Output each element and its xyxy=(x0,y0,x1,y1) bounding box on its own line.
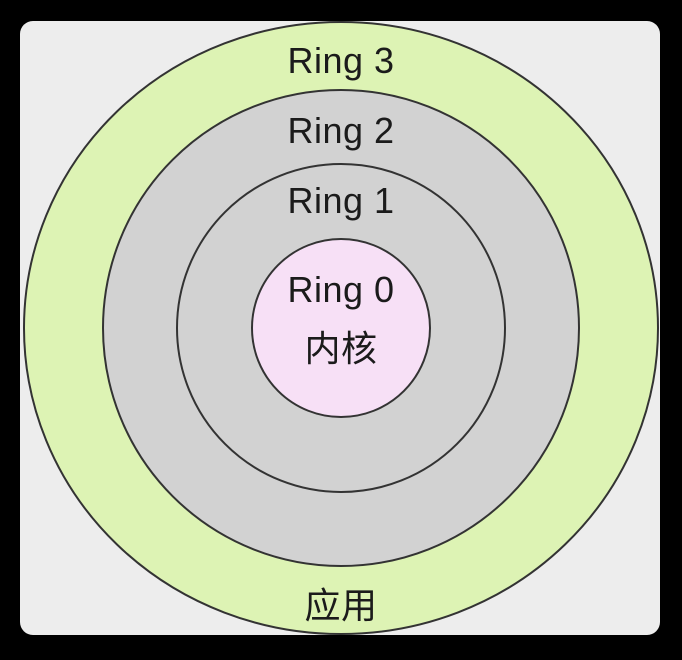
ring3-label: Ring 3 xyxy=(287,40,394,81)
ring2-label: Ring 2 xyxy=(287,110,394,151)
application-label: 应用 xyxy=(304,585,377,626)
kernel-label: 内核 xyxy=(304,328,377,369)
ring0-label: Ring 0 xyxy=(287,269,394,310)
ring0-shape xyxy=(251,238,431,418)
ring1-label: Ring 1 xyxy=(287,180,394,221)
